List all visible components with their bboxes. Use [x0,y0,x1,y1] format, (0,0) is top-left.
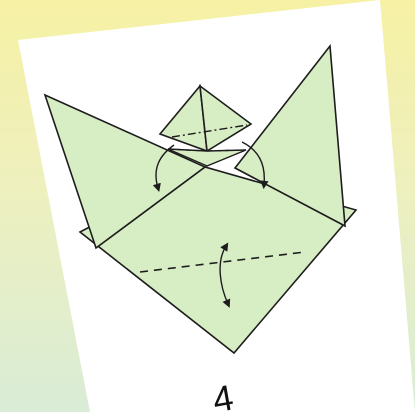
origami-diagram [0,0,415,412]
